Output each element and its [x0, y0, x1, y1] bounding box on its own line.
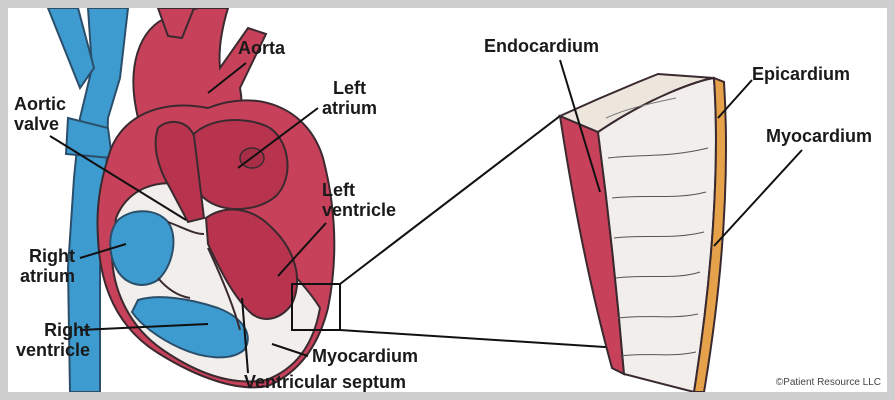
label-aortic-valve-line2: valve — [14, 114, 66, 134]
heart-body — [97, 100, 334, 387]
label-right-atrium-line2: atrium — [20, 266, 75, 286]
label-myocardium-heart: Myocardium — [312, 346, 418, 366]
label-aortic-valve: Aortic valve — [14, 94, 66, 134]
label-left-atrium: Left atrium — [322, 78, 377, 118]
label-aortic-valve-line1: Aortic — [14, 94, 66, 114]
label-myocardium-section: Myocardium — [766, 126, 872, 146]
label-left-atrium-line2: atrium — [322, 98, 377, 118]
label-right-atrium: Right atrium — [20, 246, 75, 286]
label-ventricular-septum: Ventricular septum — [244, 372, 406, 392]
diagram-panel: Aorta Left atrium Aortic valve Left vent… — [8, 8, 887, 392]
label-epicardium: Epicardium — [752, 64, 850, 84]
label-right-ventricle-line2: ventricle — [16, 340, 90, 360]
label-left-ventricle-line1: Left — [322, 180, 396, 200]
copyright-credit: ©Patient Resource LLC — [776, 377, 881, 388]
tissue-section — [560, 74, 726, 392]
label-left-ventricle: Left ventricle — [322, 180, 396, 220]
label-right-atrium-line1: Right — [20, 246, 75, 266]
label-aorta: Aorta — [238, 38, 285, 58]
label-left-atrium-line1: Left — [322, 78, 377, 98]
label-left-ventricle-line2: ventricle — [322, 200, 396, 220]
label-right-ventricle: Right ventricle — [16, 320, 90, 360]
label-right-ventricle-line1: Right — [16, 320, 90, 340]
label-endocardium: Endocardium — [484, 36, 599, 56]
